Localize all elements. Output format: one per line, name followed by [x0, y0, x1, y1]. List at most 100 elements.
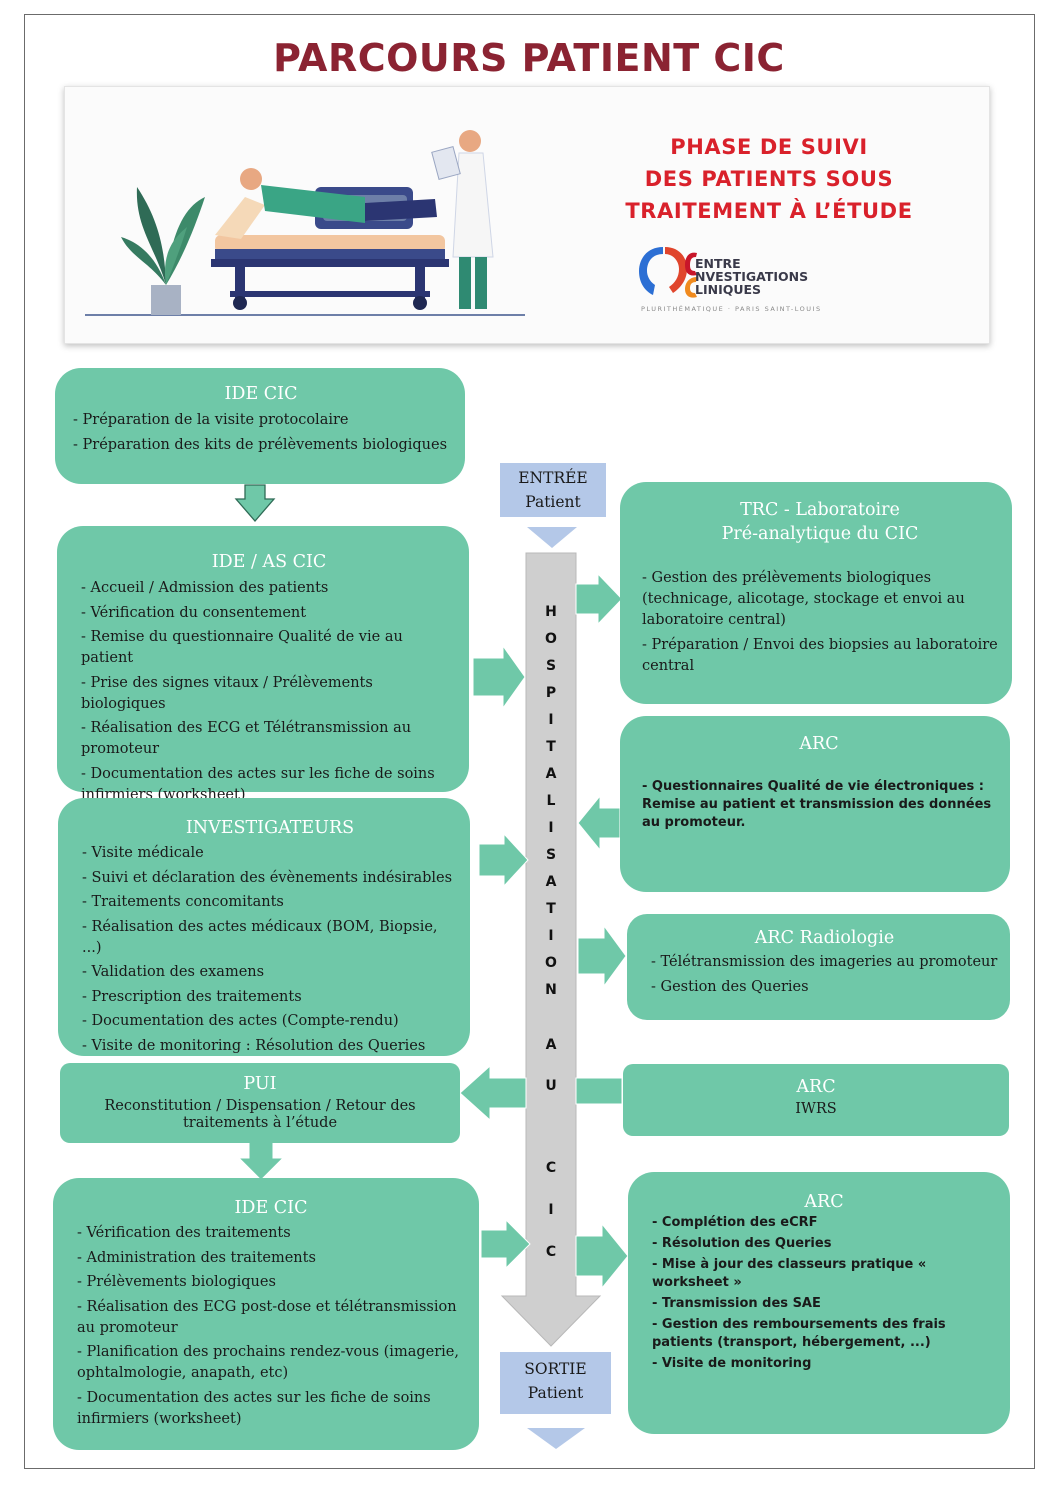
task-item: - Gestion des prélèvements biologiques (…: [642, 570, 965, 628]
trunk-letter: S: [545, 847, 557, 863]
task-item: - Administration des traitements: [77, 1249, 316, 1266]
box-subtitle: Pré-analytique du CIC: [721, 524, 919, 544]
arrow-trunk-to-trc: [575, 572, 623, 626]
cic-logo-icon: [639, 247, 697, 298]
box-title: ARC: [796, 1077, 836, 1097]
hospitalisation-trunk-arrow: [500, 552, 602, 1347]
trunk-letter: C: [545, 1244, 557, 1260]
trunk-letter: H: [545, 604, 557, 620]
task-list: - Questionnaires Qualité de vie électron…: [642, 778, 996, 832]
trunk-letter: T: [546, 901, 556, 917]
task-list: - Télétransmission des imageries au prom…: [651, 952, 998, 998]
task-item: - Suivi et déclaration des évènements in…: [82, 869, 453, 886]
box-title: IDE CIC: [224, 384, 298, 404]
trunk-letter: U: [545, 1078, 557, 1094]
task-list: - Préparation de la visite protocolaire …: [73, 410, 449, 456]
ide-cic-preparation-box: IDE CIC - Préparation de la visite proto…: [55, 368, 465, 484]
trunk-letter: C: [545, 1160, 557, 1176]
task-item: - Planification des prochains rendez-vou…: [77, 1344, 459, 1381]
arrow-ide-cic-to-trunk: [480, 1218, 531, 1270]
trunk-letter: L: [546, 793, 556, 809]
pui-box: PUI Reconstitution / Dispensation / Reto…: [60, 1063, 460, 1143]
trunk-letter: A: [545, 766, 557, 782]
logo-line-2: NVESTIGATIONS: [695, 269, 809, 284]
exit-tag: SORTIE Patient: [500, 1352, 611, 1414]
bed-mattress: [215, 235, 445, 253]
phase-heading: PHASE DE SUIVI DES PATIENTS SOUS TRAITEM…: [599, 131, 939, 227]
logo-line-3: LINIQUES: [695, 282, 762, 297]
trunk-letter: A: [545, 874, 557, 890]
task-item: - Visite médicale: [82, 845, 204, 861]
trunk-letter: O: [545, 955, 557, 971]
page-frame: [24, 14, 1035, 1469]
entry-label: ENTRÉE: [518, 469, 588, 487]
task-item: - Visite de monitoring : Résolution des …: [82, 1037, 426, 1054]
investigateurs-box: INVESTIGATEURS - Visite médicale - Suivi…: [58, 798, 470, 1056]
task-item: - Transmission des SAE: [652, 1296, 821, 1311]
box-title: IDE / AS CIC: [211, 552, 327, 572]
task-item: - Documentation des actes sur les fiche …: [77, 1389, 431, 1427]
task-item: - Vérification du consentement: [81, 604, 307, 621]
ide-cic-treatment-box: IDE CIC - Vérification des traitements -…: [53, 1178, 479, 1450]
phase-line-2: DES PATIENTS SOUS: [644, 167, 894, 191]
task-item: - Gestion des remboursements des frais p…: [652, 1317, 946, 1350]
iwrs-label: IWRS: [795, 1101, 837, 1117]
task-item: - Prise des signes vitaux / Prélèvements…: [81, 674, 373, 712]
box-title: TRC - Laboratoire: [740, 500, 900, 520]
task-list: - Vérification des traitements - Adminis…: [77, 1223, 465, 1430]
arc-ecrf-box: ARC - Complétion des eCRF - Résolution d…: [628, 1172, 1010, 1434]
banner: PHASE DE SUIVI DES PATIENTS SOUS TRAITEM…: [64, 86, 990, 344]
arc-radiologie-box: ARC Radiologie - Télétransmission des im…: [627, 914, 1010, 1020]
task-item: - Mise à jour des classeurs pratique « w…: [652, 1257, 927, 1290]
down-arrow-2: [237, 1141, 285, 1181]
trunk-letter: O: [545, 631, 557, 647]
task-list: - Complétion des eCRF - Résolution des Q…: [652, 1214, 996, 1373]
connector-trunk-to-iwrs: [575, 1077, 623, 1105]
exit-triangle: [527, 1428, 585, 1449]
phase-line-3: TRAITEMENT À L’ÉTUDE: [625, 199, 913, 223]
trunk-letter: S: [545, 658, 557, 674]
task-item: - Complétion des eCRF: [652, 1215, 818, 1230]
plant-pot: [151, 285, 181, 315]
task-list: - Accueil / Admission des patients - Vér…: [81, 578, 457, 806]
task-item: - Traitements concomitants: [82, 894, 284, 910]
trunk-letter: T: [546, 739, 556, 755]
task-item: - Préparation des kits de prélèvements b…: [73, 436, 448, 453]
task-item: - Résolution des Queries: [652, 1236, 832, 1251]
task-item: - Documentation des actes (Compte-rendu): [82, 1013, 399, 1029]
task-item: - Accueil / Admission des patients: [81, 580, 329, 596]
task-list: - Gestion des prélèvements biologiques (…: [642, 568, 998, 677]
phase-line-1: PHASE DE SUIVI: [670, 135, 868, 159]
trunk-letter: I: [548, 820, 554, 836]
box-title: INVESTIGATEURS: [185, 818, 355, 838]
patient-bed-illustration: [85, 130, 525, 316]
ide-as-cic-box: IDE / AS CIC - Accueil / Admission des p…: [57, 526, 469, 803]
arrow-investigateurs-to-trunk: [478, 832, 529, 888]
trunk-letter: I: [548, 928, 554, 944]
trc-laboratoire-box: TRC - Laboratoire Pré-analytique du CIC …: [620, 482, 1012, 704]
task-item: - Réalisation des actes médicaux (BOM, B…: [82, 918, 438, 956]
exit-sublabel: Patient: [527, 1384, 584, 1402]
task-list: - Visite médicale - Suivi et déclaration…: [82, 843, 458, 1057]
entry-sublabel: Patient: [525, 493, 581, 511]
arrow-trunk-to-arc-radiologie: [577, 924, 627, 988]
pui-description: Reconstitution / Dispensation / Retour d…: [104, 1098, 416, 1131]
entry-triangle: [527, 527, 577, 548]
cic-logo: ENTRE NVESTIGATIONS LINIQUES PLURITHÉMAT…: [633, 241, 893, 313]
trunk-letter: I: [548, 712, 554, 728]
arc-iwrs-box: ARC IWRS: [623, 1064, 1009, 1136]
box-title: PUI: [243, 1074, 277, 1094]
task-item: - Prélèvements biologiques: [77, 1274, 276, 1290]
task-item: - Réalisation des ECG post-dose et télét…: [77, 1298, 457, 1336]
arrow-ide-as-to-trunk: [472, 644, 526, 710]
box-title: ARC Radiologie: [754, 928, 895, 948]
arrow-trunk-to-pui: [459, 1064, 527, 1122]
task-item: - Préparation / Envoi des biopsies au la…: [642, 636, 998, 674]
logo-line-1: ENTRE: [695, 256, 741, 271]
task-item: - Questionnaires Qualité de vie électron…: [642, 779, 992, 830]
page-title: PARCOURS PATIENT CIC: [273, 36, 785, 80]
task-item: - Remise du questionnaire Qualité de vie…: [81, 629, 403, 666]
box-title: IDE CIC: [234, 1198, 308, 1218]
task-item: - Gestion des Queries: [651, 978, 809, 995]
